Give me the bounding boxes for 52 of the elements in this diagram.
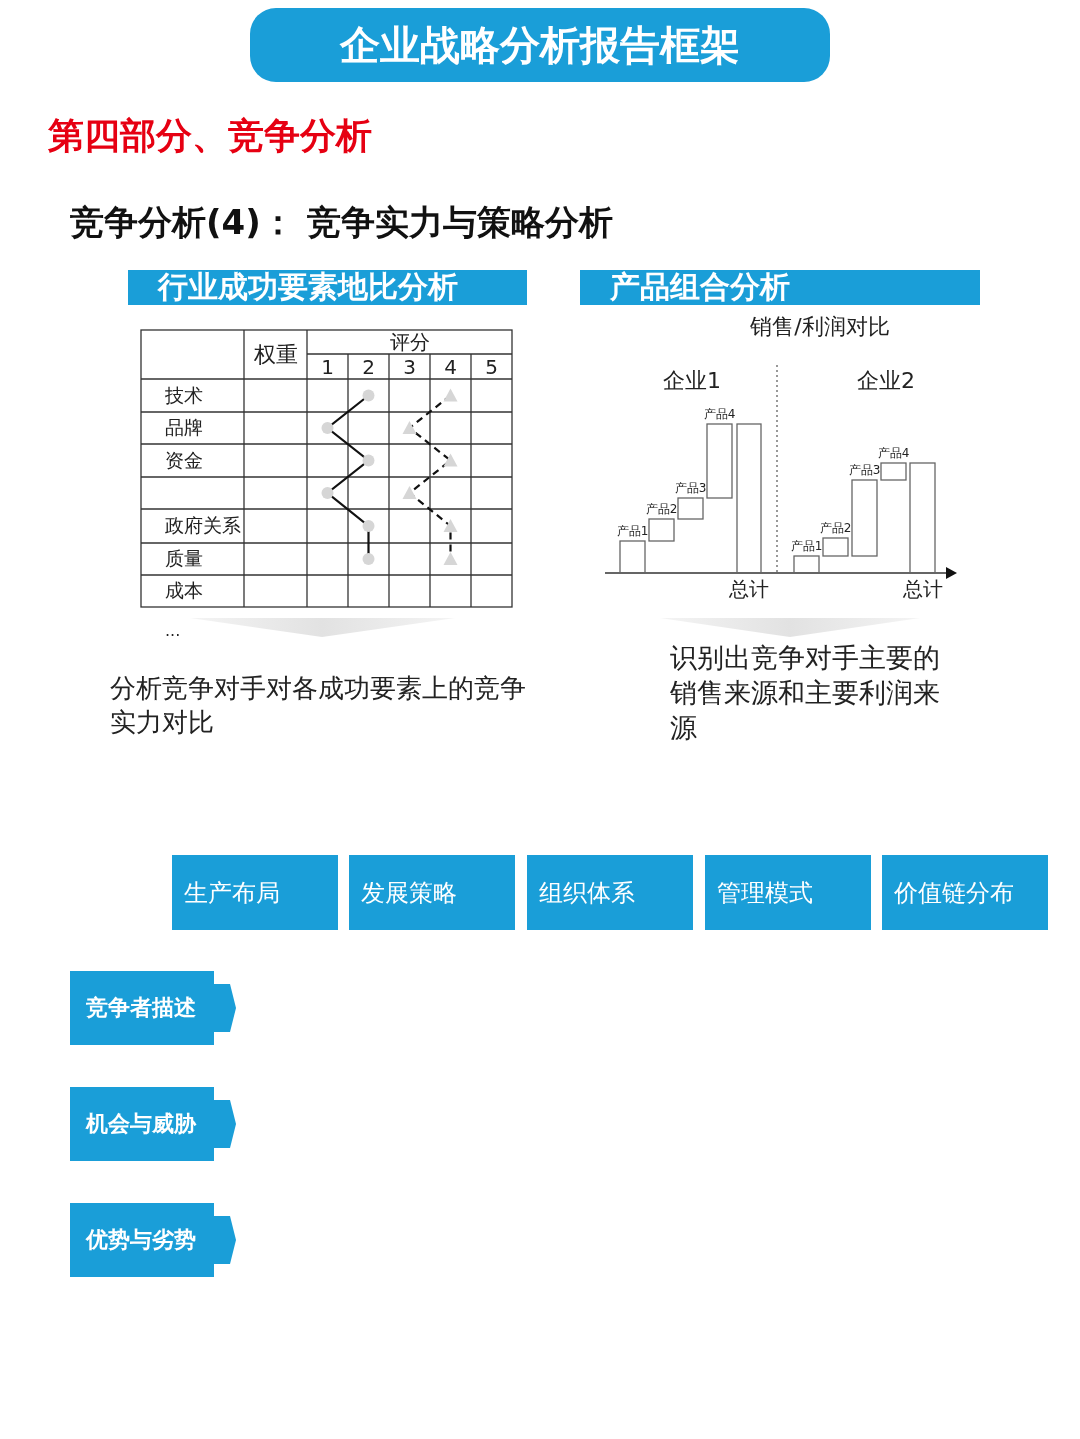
bar-label: 产品4 <box>703 408 736 422</box>
company-label: 企业2 <box>857 368 915 394</box>
category-tab: 价值链分布 <box>882 855 1048 930</box>
title-banner: 企业战略分析报告框架 <box>250 8 830 82</box>
chart-title: 销售/利润对比 <box>750 314 890 340</box>
score-number: 2 <box>362 355 375 379</box>
section-tag: 竞争者描述 <box>70 971 236 1045</box>
category-tab: 组织体系 <box>527 855 693 930</box>
row-label: 政府关系 <box>165 515 241 537</box>
row-label: 质量 <box>165 548 203 570</box>
row-label: 品牌 <box>165 417 203 439</box>
score-number: 4 <box>444 355 457 379</box>
waterfall-bar <box>880 462 907 481</box>
row-label: 技术 <box>165 384 203 407</box>
score-number: 3 <box>403 355 416 379</box>
section-header-bar: 产品组合分析 <box>580 270 980 305</box>
bar-label: 总计 <box>902 577 943 601</box>
subsection-heading: 竞争分析(4)： 竞争实力与策略分析 <box>70 203 613 243</box>
row-label: 成本 <box>165 580 203 602</box>
caption-text: 识别出竞争对手主要的销售来源和主要利润来源 <box>670 641 941 746</box>
waterfall-bar <box>822 537 849 557</box>
waterfall-bar <box>706 423 733 499</box>
bar-label: 总计 <box>729 577 769 601</box>
bar-label: 产品2 <box>645 503 678 517</box>
section-tag: 机会与威胁 <box>70 1087 236 1161</box>
bar-label: 产品4 <box>877 447 910 461</box>
waterfall-bar <box>909 462 936 574</box>
category-tab: 管理模式 <box>705 855 871 930</box>
bar-label: 产品1 <box>790 540 823 554</box>
waterfall-bar <box>851 479 878 557</box>
column-header: 权重 <box>253 342 298 368</box>
waterfall-bar <box>648 518 675 542</box>
waterfall-bar <box>793 555 820 574</box>
row-label: 资金 <box>165 449 203 472</box>
bar-label: 产品3 <box>848 464 881 478</box>
section-header-bar: 行业成功要素地比分析 <box>128 270 527 305</box>
company-label: 企业1 <box>663 368 721 394</box>
section-heading: 第四部分、竞争分析 <box>48 115 372 157</box>
caption-text: 分析竞争对手对各成功要素上的竞争实力对比 <box>110 672 527 739</box>
category-tab: 生产布局 <box>172 855 338 930</box>
score-number: 5 <box>485 355 498 379</box>
category-tab: 发展策略 <box>349 855 515 930</box>
bar-label: 产品1 <box>616 525 649 539</box>
waterfall-bar <box>736 423 762 574</box>
bar-label: 产品2 <box>819 522 852 536</box>
section-tag: 优势与劣势 <box>70 1203 236 1277</box>
bar-label: 产品3 <box>674 482 707 496</box>
waterfall-bar <box>677 497 704 520</box>
column-header: 评分 <box>389 330 430 354</box>
waterfall-bar <box>619 540 646 574</box>
score-number: 1 <box>321 355 334 379</box>
ellipsis-text: ... <box>165 621 181 641</box>
